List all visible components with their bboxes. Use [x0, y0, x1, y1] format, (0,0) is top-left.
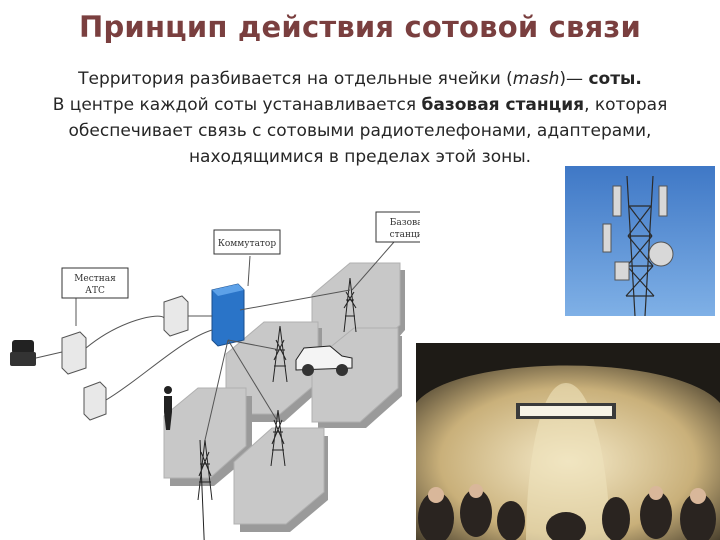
label-kommutator-box: Коммутатор: [213, 229, 281, 255]
hex-cell-left: [163, 387, 252, 486]
cellular-network-diagram: Коммутатор Базовая станция Местная АТС: [10, 211, 420, 540]
cabinet-unit: [83, 381, 107, 421]
slide-paragraph: Территория разбивается на отдельные ячей…: [8, 66, 712, 170]
label-base-station-box: Базовая станция: [375, 211, 420, 243]
paragraph-text: )—: [559, 69, 589, 89]
paragraph-line-4: находящимися в пределах этой зоны.: [188, 147, 532, 167]
label-ats-line-1: Местная: [74, 274, 116, 284]
cell-tower-photo: [565, 166, 715, 316]
paragraph-bold-term: базовая станция: [421, 95, 585, 115]
connection-lines: [35, 241, 395, 441]
telephone-icon: [10, 340, 36, 366]
label-base-station-line-2: станция: [390, 230, 420, 240]
cabinet-unit: [163, 295, 189, 337]
paragraph-text: В центре каждой соты устанавливается: [52, 95, 422, 115]
car-icon: [295, 345, 353, 376]
label-ats-box: Местная АТС: [61, 267, 129, 299]
paragraph-bold-term: соты.: [588, 69, 642, 89]
paragraph-text: , которая: [584, 95, 668, 115]
label-base-station-line-1: Базовая: [390, 218, 420, 228]
paragraph-line-1: Территория разбивается на отдельные ячей…: [8, 66, 712, 92]
switch-unit: [211, 283, 245, 347]
hex-cell-bottom: [233, 427, 328, 532]
label-kommutator: Коммутатор: [218, 239, 276, 249]
metro-station-photo: [416, 343, 720, 540]
person-icon: [164, 386, 172, 430]
slide-title: Принцип действия сотовой связи: [79, 10, 641, 44]
paragraph-italic-term: mash: [512, 69, 560, 89]
label-ats-line-2: АТС: [85, 286, 105, 296]
paragraph-line-3: обеспечивает связь с сотовыми радиотелеф…: [68, 121, 652, 141]
hex-cells: [163, 262, 405, 532]
cabinet-unit: [61, 331, 87, 375]
tower-icon: [197, 439, 213, 540]
paragraph-text: Территория разбивается на отдельные ячей…: [78, 69, 513, 89]
tower-icon: [270, 409, 286, 467]
tower-icon: [343, 277, 357, 333]
paragraph-line-2: В центре каждой соты устанавливается баз…: [8, 92, 712, 118]
